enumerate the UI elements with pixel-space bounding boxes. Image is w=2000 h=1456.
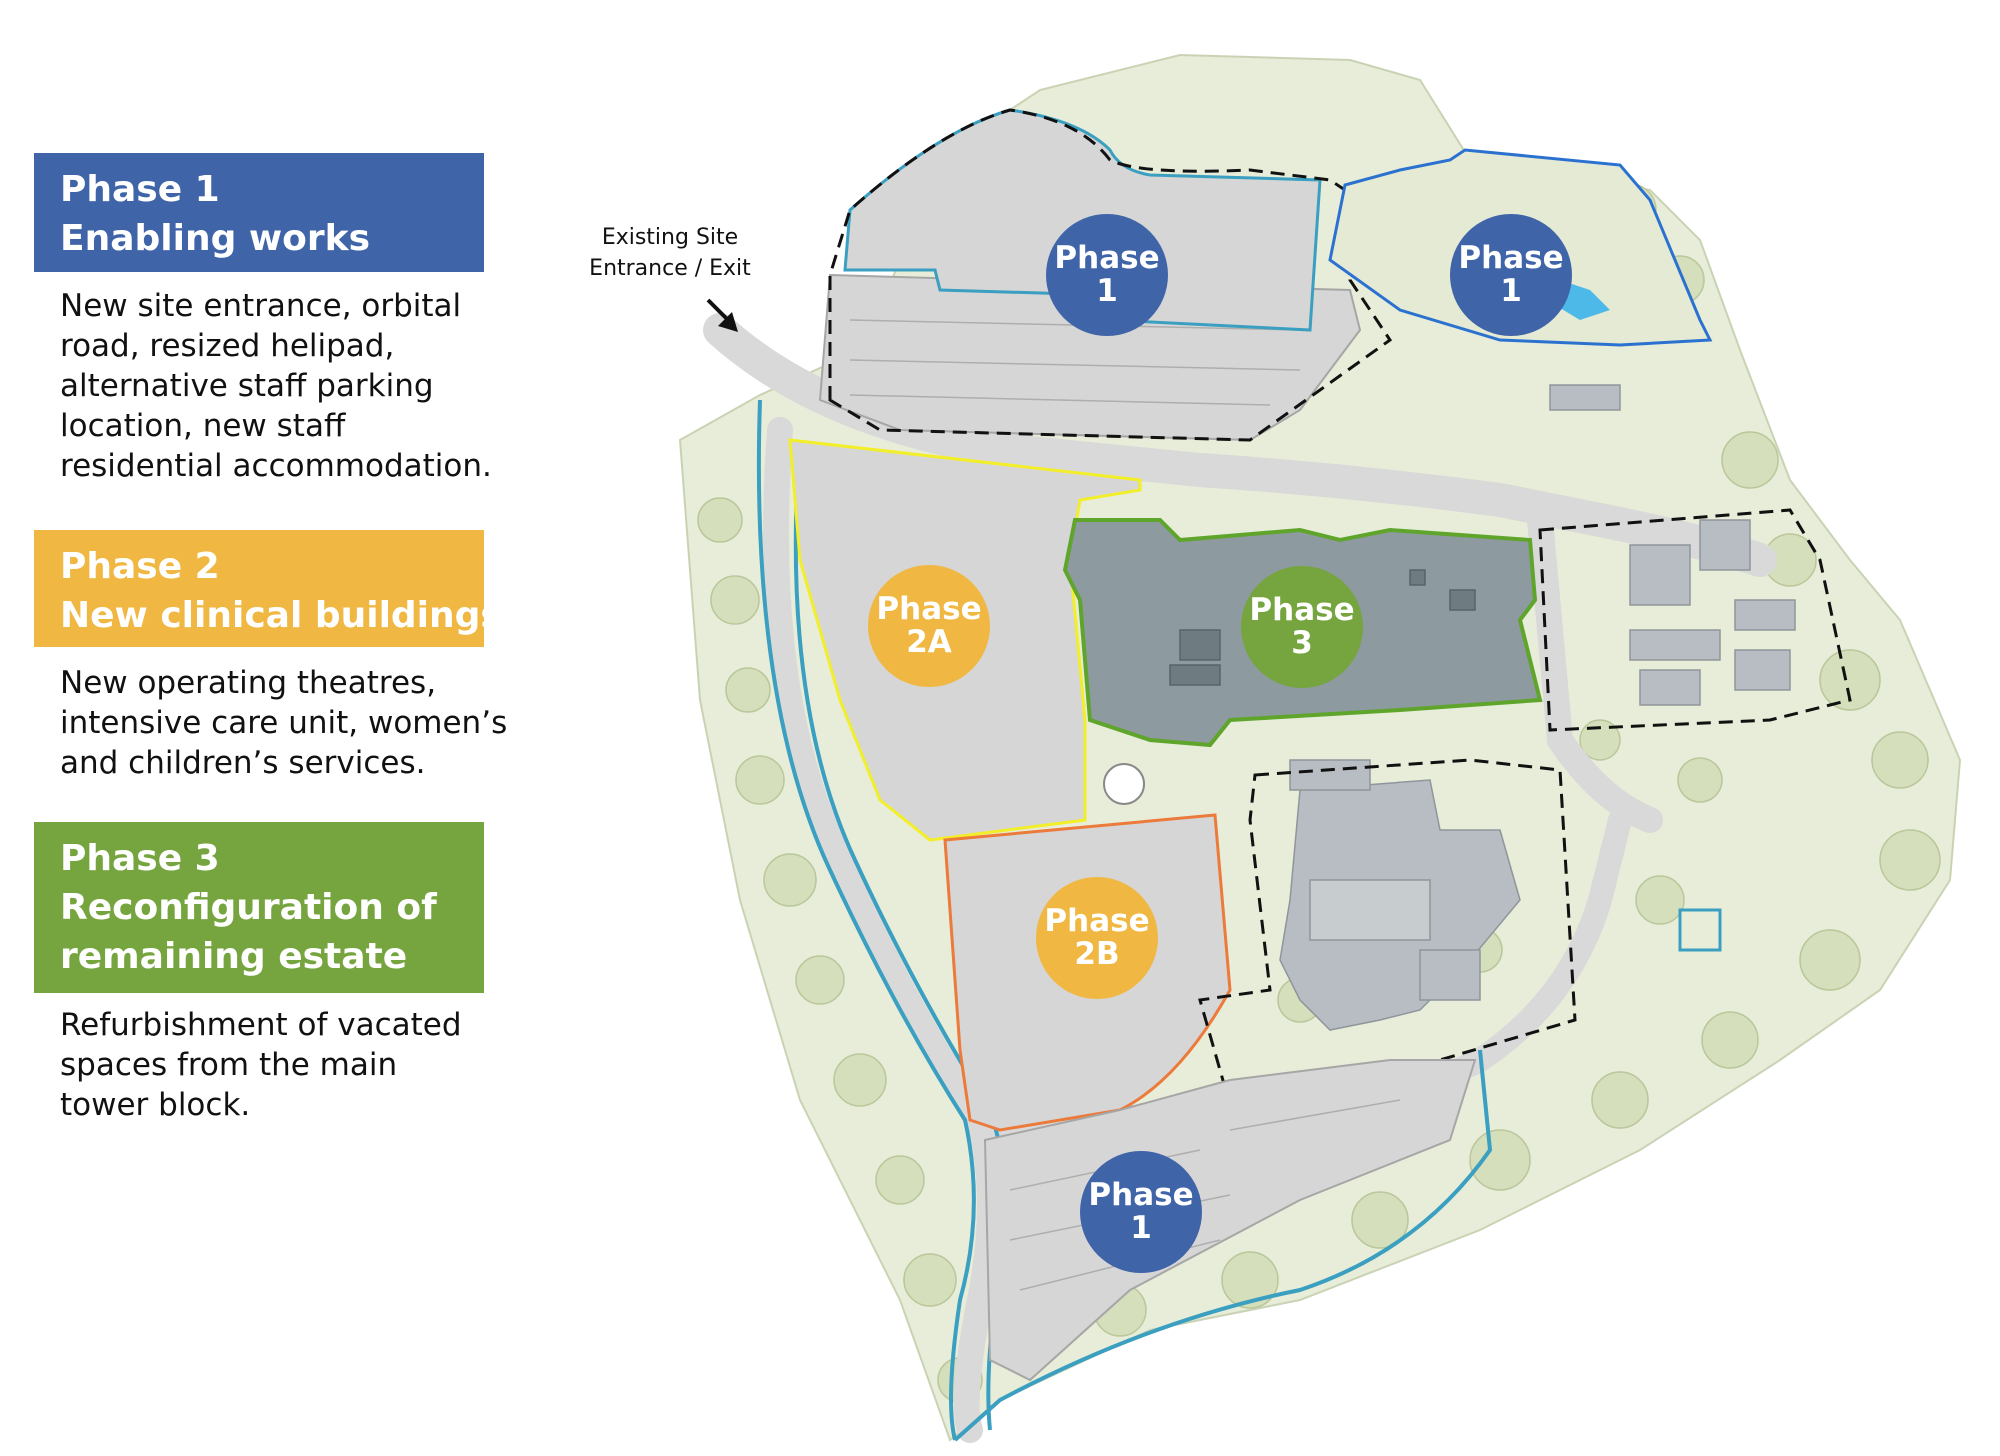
entrance-annotation: Existing Site Entrance / Exit	[575, 222, 765, 284]
badge-label: Phase	[1088, 1177, 1194, 1213]
phase-1-northeast-badge: Phase 1	[1450, 214, 1572, 336]
legend-phase-3-title-line-1: Phase 3	[60, 838, 220, 879]
legend-phase-2-desc-line: and children’s services.	[60, 745, 426, 781]
legend-phase-1-title-line-2: Enabling works	[60, 218, 371, 259]
south-buildings	[1279, 759, 1521, 1031]
legend-phase-1-desc-line: residential accommodation.	[60, 448, 492, 484]
badge-number: 1	[1130, 1210, 1152, 1246]
tree-clusters	[697, 183, 1941, 1403]
arrow-down-right-icon	[706, 298, 738, 332]
phase-3-rooftop-units	[1169, 569, 1476, 686]
badge-number: 2A	[906, 624, 952, 660]
legend-phase-3-title: Phase 3 Reconfiguration of remaining est…	[34, 822, 484, 993]
legend-phase-3-desc-line: spaces from the main	[60, 1047, 398, 1083]
legend-phase-1-desc-line: alternative staff parking	[60, 368, 434, 404]
legend-phase-2-title: Phase 2 New clinical buildings	[34, 530, 502, 647]
phase-1-north-boundary	[828, 108, 1393, 442]
legend-phase-2-desc-line: intensive care unit, women’s	[60, 705, 508, 741]
legend-phase-3-description: Refurbishment of vacated spaces from the…	[60, 1005, 500, 1125]
legend-phase-1-title: Phase 1 Enabling works	[34, 153, 484, 272]
badge-number: 3	[1291, 625, 1313, 661]
entrance-annotation-line: Entrance / Exit	[589, 256, 751, 281]
badge-label: Phase	[1458, 240, 1564, 276]
phase-2a-badge: Phase 2A	[868, 565, 990, 687]
entrance-annotation-line: Existing Site	[601, 225, 739, 250]
legend-phase-3-desc-line: tower block.	[60, 1087, 251, 1123]
badge-label: Phase	[1249, 592, 1355, 628]
south-boundary-blue	[953, 1049, 1493, 1442]
badge-label: Phase	[876, 591, 982, 627]
legend-phase-1-desc-line: location, new staff	[60, 408, 346, 444]
phase-2b-badge: Phase 2B	[1036, 877, 1158, 999]
orbital-road	[763, 417, 1003, 1443]
east-boundary	[1538, 508, 1852, 732]
internal-road-east	[1527, 507, 1663, 833]
legend-phase-2-desc-line: New operating theatres,	[60, 665, 437, 701]
east-buildings	[1549, 384, 1796, 952]
legend-phase-3-title-line-3: remaining estate	[60, 936, 408, 977]
south-car-park	[983, 1059, 1477, 1382]
legend-phase-1-desc-line: road, resized helipad,	[60, 328, 395, 364]
legend-phase-1-desc-line: New site entrance, orbital	[60, 288, 462, 324]
legend-phase-2-title-line-1: Phase 2	[60, 546, 220, 587]
phase-1-south-badge: Phase 1	[1080, 1151, 1202, 1273]
legend-phase-2-description: New operating theatres, intensive care u…	[60, 663, 508, 783]
badge-number: 1	[1500, 273, 1522, 309]
badge-number: 2B	[1074, 936, 1120, 972]
badge-label: Phase	[1044, 903, 1150, 939]
legend-phase-3-title-line-2: Reconfiguration of	[60, 887, 437, 928]
legend-phase-1-title-line-1: Phase 1	[60, 169, 220, 210]
badge-label: Phase	[1054, 240, 1160, 276]
legend-phase-2-title-line-2: New clinical buildings	[60, 595, 502, 636]
phase-3-badge: Phase 3	[1241, 566, 1363, 688]
legend-phase-1-description: New site entrance, orbital road, resized…	[60, 286, 500, 486]
badge-number: 1	[1096, 273, 1118, 309]
helipad	[1103, 763, 1145, 805]
phase-1-north-badge: Phase 1	[1046, 214, 1168, 336]
legend-phase-3-desc-line: Refurbishment of vacated	[60, 1007, 462, 1043]
